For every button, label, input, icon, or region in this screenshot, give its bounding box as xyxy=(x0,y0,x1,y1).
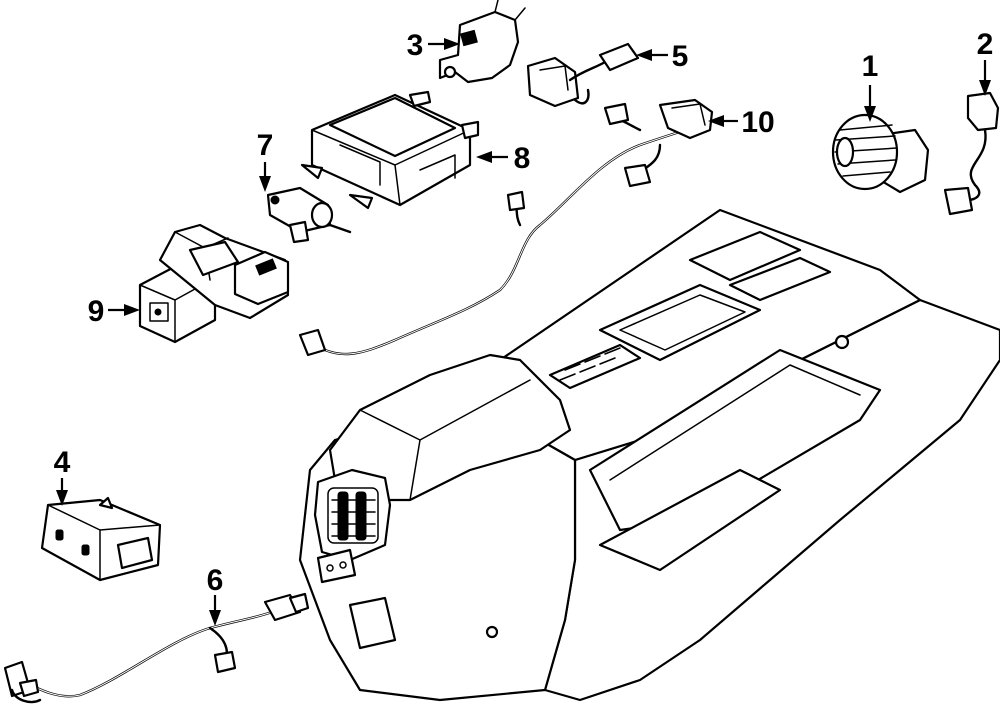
part-4-module xyxy=(40,496,162,582)
part-8-module xyxy=(300,90,480,210)
part-5-connector xyxy=(526,42,640,108)
callout-3: 3 xyxy=(407,29,424,62)
callout-numbers: 1 2 3 4 5 6 7 8 9 10 xyxy=(54,28,994,597)
part-7-sensor xyxy=(266,186,352,244)
part-1-knob xyxy=(831,113,930,194)
part-3-bracket xyxy=(438,0,526,84)
callout-1: 1 xyxy=(862,50,879,83)
callout-6: 6 xyxy=(207,564,224,597)
part-10-harness xyxy=(298,98,714,357)
callout-9: 9 xyxy=(88,295,105,328)
callout-4: 4 xyxy=(54,446,71,479)
callout-10: 10 xyxy=(741,106,774,139)
callout-5: 5 xyxy=(672,40,689,73)
part-6-harness xyxy=(3,592,310,704)
part-2-sensor xyxy=(943,91,1000,216)
callout-7: 7 xyxy=(257,129,274,162)
center-console xyxy=(298,208,1000,702)
callout-8: 8 xyxy=(514,142,531,175)
part-9-switch xyxy=(138,223,290,344)
callout-leaders xyxy=(56,38,991,626)
callout-2: 2 xyxy=(977,28,994,61)
